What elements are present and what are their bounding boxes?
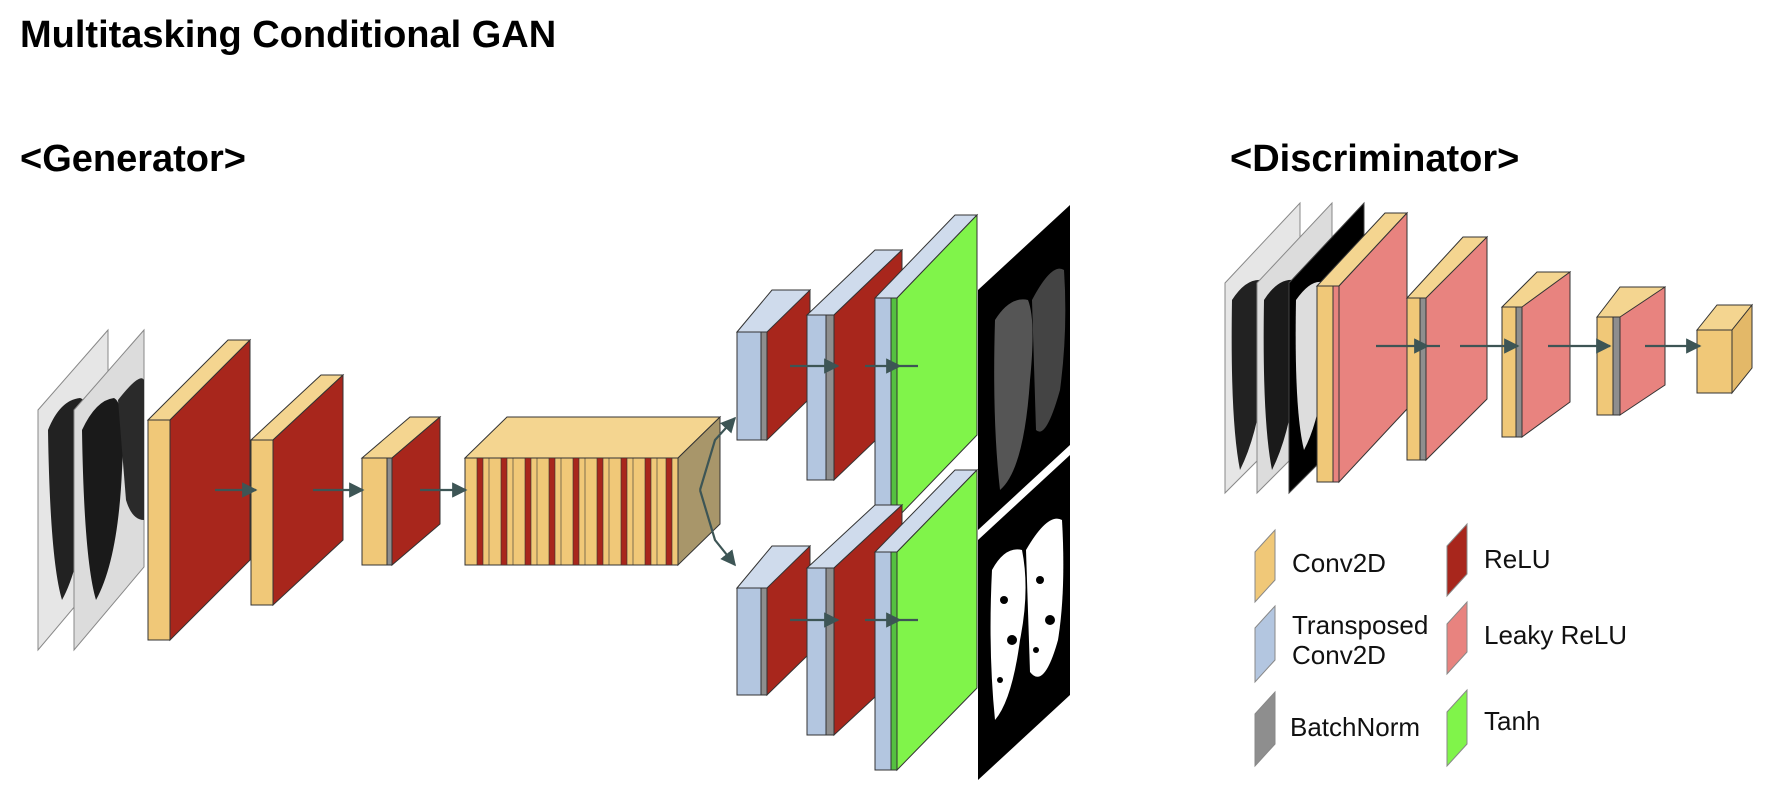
decoder-top-block-1 bbox=[735, 288, 812, 442]
ct-slice-image bbox=[73, 328, 145, 652]
legend-label-transposed-conv2d: Transposed Conv2D bbox=[1292, 610, 1429, 670]
decoder-bottom-block-1 bbox=[735, 544, 812, 697]
discriminator-heading: <Discriminator> bbox=[1230, 138, 1520, 180]
discriminator-block-2 bbox=[1405, 235, 1489, 462]
residual-blocks bbox=[463, 415, 722, 567]
legend-swatch-leaky-relu bbox=[1446, 600, 1468, 676]
branch-arrows bbox=[698, 416, 737, 567]
legend-label-tanh: Tanh bbox=[1484, 706, 1541, 736]
legend bbox=[1254, 522, 1468, 768]
decoder-bottom-block-3 bbox=[873, 468, 979, 772]
generator-input-images bbox=[37, 328, 145, 652]
legend-swatch-conv2d bbox=[1254, 528, 1276, 604]
legend-swatch-transposed-conv2d bbox=[1254, 604, 1276, 684]
encoder-block-2 bbox=[249, 373, 345, 607]
legend-swatch-batchnorm bbox=[1254, 690, 1276, 768]
legend-swatch-relu bbox=[1446, 522, 1468, 598]
legend-swatch-tanh bbox=[1446, 688, 1468, 768]
encoder-block-1 bbox=[146, 338, 252, 642]
legend-label-conv2d: Conv2D bbox=[1292, 548, 1386, 578]
diagram-title: Multitasking Conditional GAN bbox=[20, 14, 557, 56]
discriminator-block-3 bbox=[1500, 271, 1572, 438]
output-mask-image bbox=[978, 455, 1070, 780]
discriminator-input-images bbox=[1224, 201, 1365, 495]
output-ct-image bbox=[978, 205, 1070, 530]
discriminator-output-block bbox=[1695, 303, 1754, 395]
legend-label-relu: ReLU bbox=[1484, 544, 1551, 574]
decoder-top-block-3 bbox=[873, 213, 979, 520]
discriminator-block-1 bbox=[1315, 211, 1409, 484]
encoder-block-3 bbox=[360, 415, 442, 567]
legend-label-leaky-relu: Leaky ReLU bbox=[1484, 620, 1628, 650]
generator-heading: <Generator> bbox=[20, 138, 246, 180]
discriminator-block-4 bbox=[1595, 286, 1667, 416]
legend-label-batchnorm: BatchNorm bbox=[1290, 712, 1421, 742]
